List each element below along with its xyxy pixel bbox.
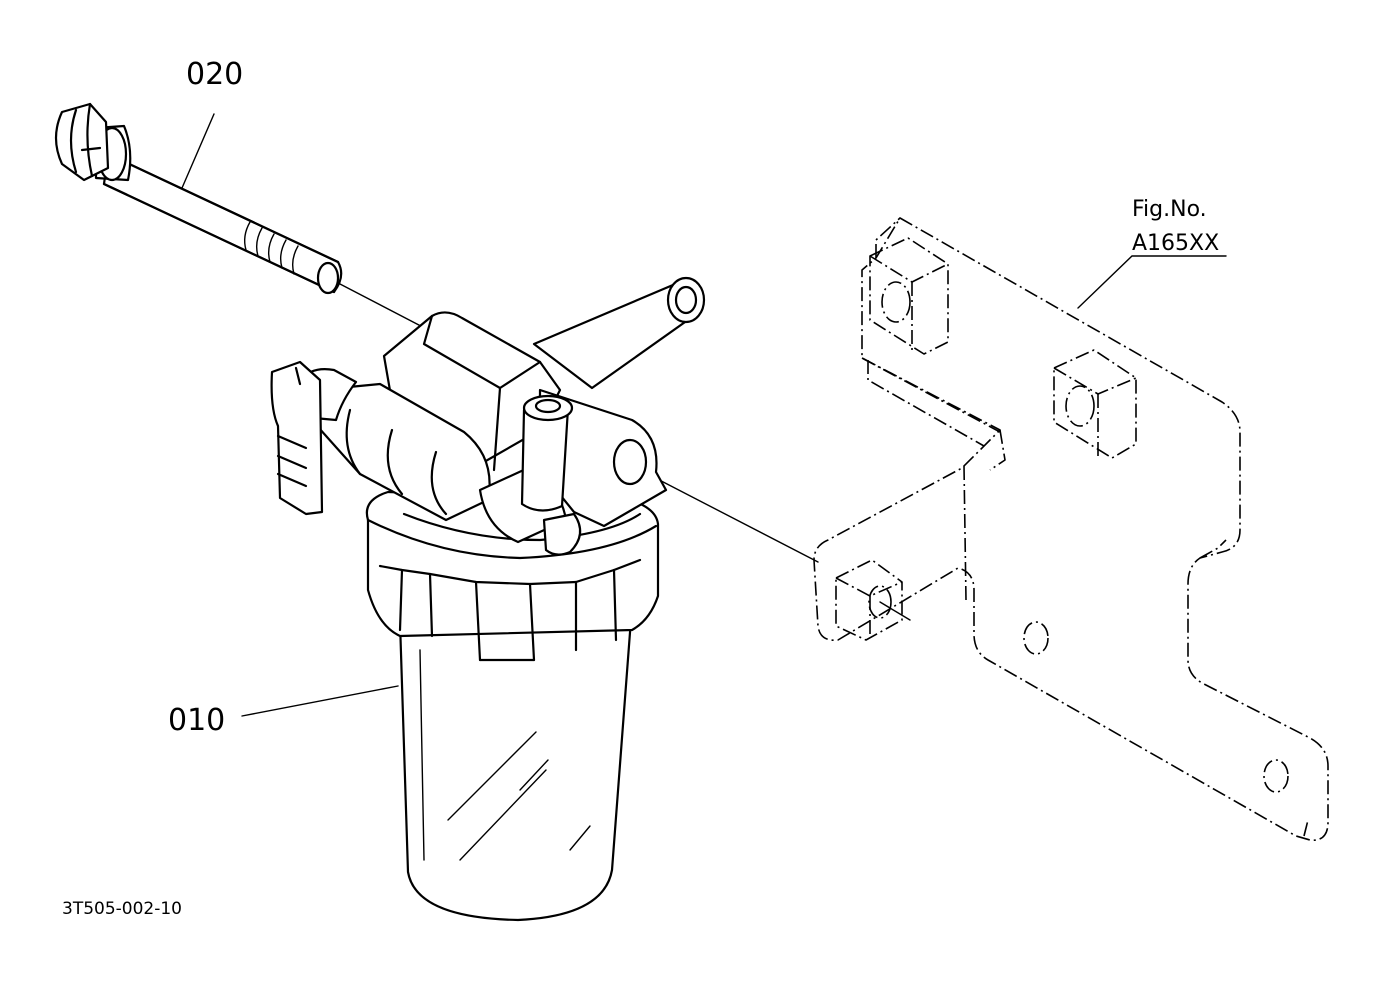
bolt-part-020 bbox=[54, 102, 343, 295]
bracket-hole-right bbox=[1263, 759, 1289, 793]
bracket-hole-middle bbox=[1023, 621, 1049, 655]
leader-010 bbox=[241, 685, 399, 717]
fig-no-value: A165XX bbox=[1132, 231, 1219, 256]
weld-nut-upper-left bbox=[869, 237, 949, 355]
callout-020: 020 bbox=[186, 57, 243, 92]
fig-no-label: Fig.No. bbox=[1132, 197, 1207, 222]
shutoff-lever bbox=[270, 360, 324, 516]
leader-fig bbox=[1077, 255, 1227, 309]
mounting-bracket bbox=[813, 217, 1329, 841]
callout-010: 010 bbox=[168, 703, 225, 738]
filter-head-assembly bbox=[270, 276, 706, 556]
leader-020 bbox=[181, 113, 215, 189]
leader-lines bbox=[181, 113, 1227, 717]
bolt-boss-ear bbox=[538, 388, 668, 528]
drawing-number: 3T505-002-10 bbox=[62, 899, 182, 919]
bracket-outline bbox=[813, 217, 1329, 841]
weld-nut-lower bbox=[835, 559, 903, 641]
fuel-filter-part-010 bbox=[365, 490, 660, 922]
weld-nut-upper-right bbox=[1053, 349, 1137, 459]
